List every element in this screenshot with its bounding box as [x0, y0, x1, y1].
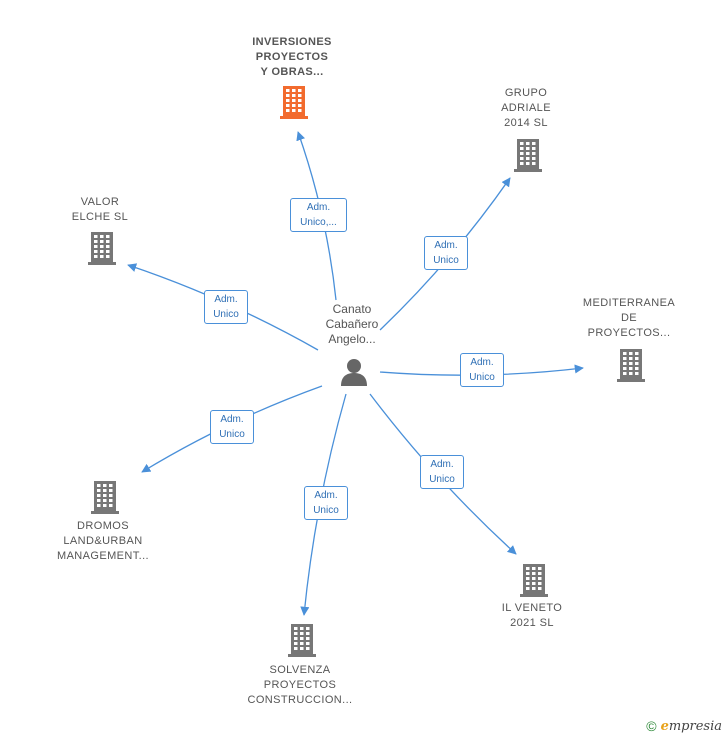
center-person-label[interactable]: Canato Cabañero Angelo... — [325, 302, 379, 346]
building-icon-grupo[interactable] — [512, 137, 544, 178]
copyright-icon: © — [646, 718, 657, 734]
footer-brand: © empresia — [646, 718, 722, 734]
building-icon-dromos[interactable] — [89, 479, 121, 520]
building-icon-ilveneto[interactable] — [518, 562, 550, 603]
person-icon[interactable] — [339, 357, 369, 392]
brand-logo[interactable]: empresia — [660, 718, 722, 734]
edge-label-valor[interactable]: Adm. Unico — [204, 290, 248, 324]
node-label-dromos[interactable]: DROMOS LAND&URBAN MANAGEMENT... — [57, 519, 149, 562]
node-label-solvenza[interactable]: SOLVENZA PROYECTOS CONSTRUCCION... — [247, 663, 353, 706]
node-label-grupo[interactable]: GRUPO ADRIALE 2014 SL — [501, 86, 551, 129]
edge-label-dromos[interactable]: Adm. Unico — [210, 410, 254, 444]
edge-label-ilveneto[interactable]: Adm. Unico — [420, 455, 464, 489]
edge-label-solvenza[interactable]: Adm. Unico — [304, 486, 348, 520]
building-icon-valor[interactable] — [86, 230, 118, 271]
node-label-ilveneto[interactable]: IL VENETO 2021 SL — [501, 602, 563, 629]
edge-label-inversiones[interactable]: Adm. Unico,... — [290, 198, 347, 232]
node-label-inversiones[interactable]: INVERSIONES PROYECTOS Y OBRAS... — [252, 35, 332, 78]
node-label-valor[interactable]: VALOR ELCHE SL — [71, 196, 129, 223]
building-icon-mediterranea[interactable] — [615, 347, 647, 388]
edge-label-grupo[interactable]: Adm. Unico — [424, 236, 468, 270]
node-label-mediterranea[interactable]: MEDITERRANEA DE PROYECTOS... — [582, 296, 676, 339]
edge-label-mediterranea[interactable]: Adm. Unico — [460, 353, 504, 387]
building-icon-inversiones[interactable] — [278, 84, 310, 125]
building-icon-solvenza[interactable] — [286, 622, 318, 663]
